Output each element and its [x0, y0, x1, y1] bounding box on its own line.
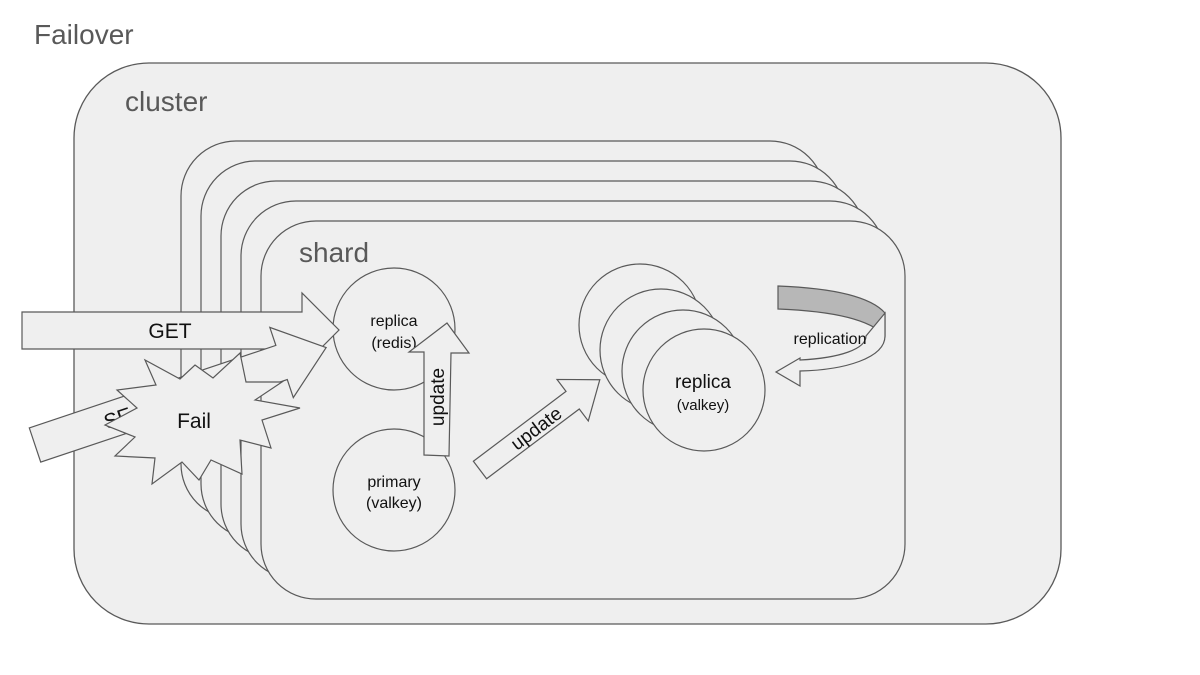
primary-valkey-engine: (valkey) [366, 495, 422, 512]
replica-valkey-engine: (valkey) [677, 397, 730, 414]
replication-loop-arrow [774, 311, 886, 388]
primary-valkey-name: primary [367, 474, 420, 491]
replica-redis-name: replica [370, 313, 417, 330]
primary-valkey-node [332, 428, 456, 552]
update-vertical-label: update [428, 368, 449, 426]
replica-redis-engine: (redis) [371, 335, 416, 352]
get-arrow-label: GET [148, 320, 191, 343]
replication-label: replication [794, 331, 867, 348]
replica-valkey-name: replica [675, 372, 731, 393]
replica-valkey-node [642, 328, 766, 452]
fail-burst-label: Fail [177, 410, 211, 433]
shard-label: shard [299, 237, 369, 268]
cluster-label: cluster [125, 86, 207, 117]
fail-burst [103, 351, 301, 486]
update-arrow-vertical [407, 322, 471, 457]
diagram-title: Failover [34, 19, 134, 50]
